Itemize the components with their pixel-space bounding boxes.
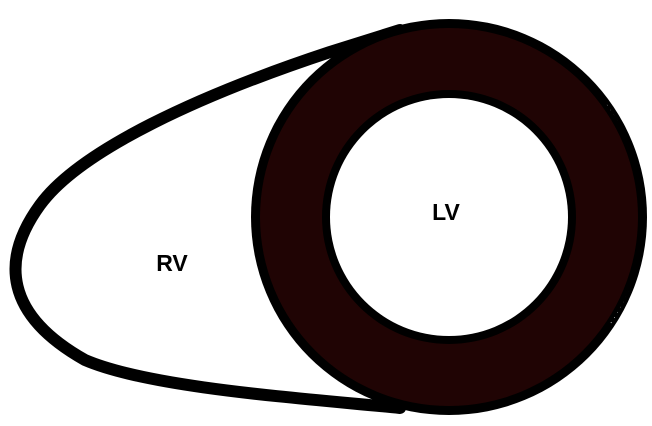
lv-label: LV: [432, 199, 460, 225]
rv-label: RV: [156, 250, 188, 276]
